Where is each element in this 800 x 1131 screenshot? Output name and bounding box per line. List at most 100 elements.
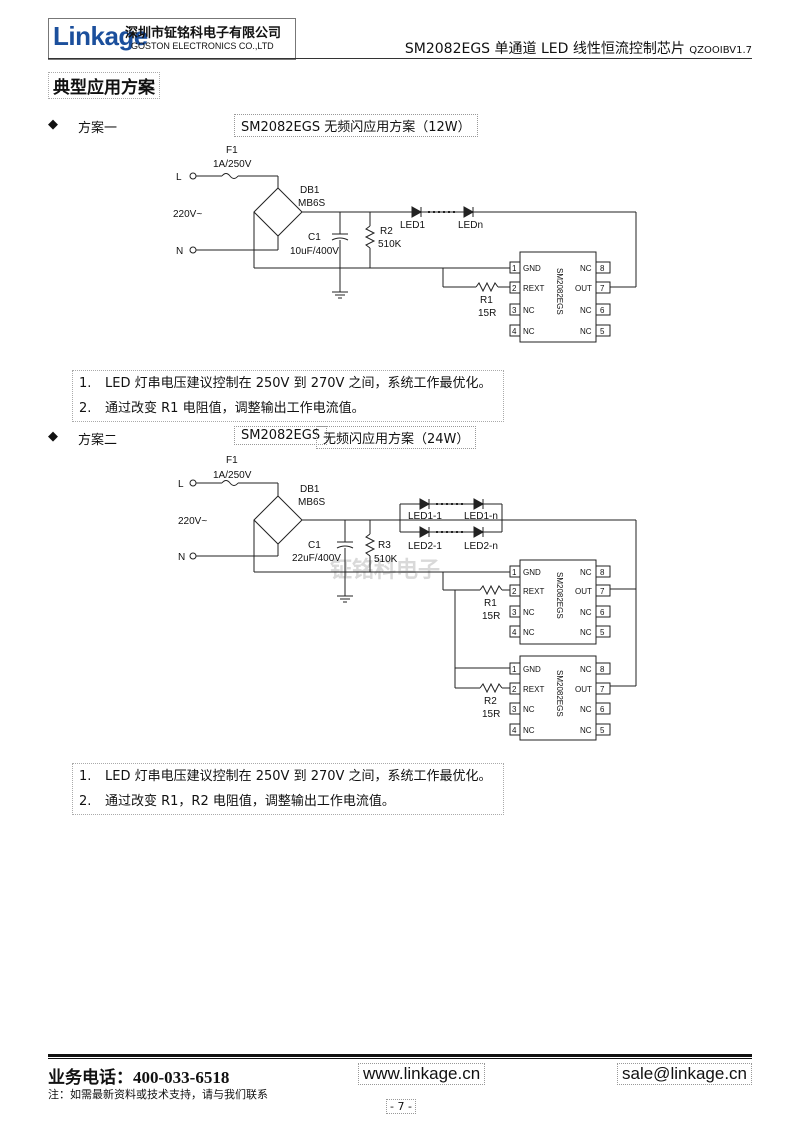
p2b-pin5-label: NC xyxy=(580,726,592,735)
company-logo: Linkage 深圳市钲铭科电子有限公司 GOSTON ELECTRONICS … xyxy=(48,18,296,60)
plan2-notes: 1.LED 灯串电压建议控制在 250V 到 270V 之间，系统工作最优化。 … xyxy=(72,763,504,815)
p2a-pin8-num: 8 xyxy=(600,568,605,577)
p2-label-LED21: LED2-1 xyxy=(408,541,442,552)
p1-pin3-num: 3 xyxy=(512,306,517,315)
p1-label-R1: R1 xyxy=(480,295,493,306)
document-title: SM2082EGS 单通道 LED 线性恒流控制芯片 QZOOIBV1.7 xyxy=(405,38,752,58)
p2a-pin1-num: 1 xyxy=(512,568,517,577)
p1-label-LEDn: LEDn xyxy=(458,220,483,231)
p2a-pin4-num: 4 xyxy=(512,628,517,637)
p2b-pin4-label: NC xyxy=(523,726,535,735)
p1-pin7-num: 7 xyxy=(600,284,605,293)
p2b-pin3-num: 3 xyxy=(512,705,517,714)
header-rule xyxy=(48,58,752,59)
p2a-pin7-label: OUT xyxy=(575,587,592,596)
p1-pin7-label: OUT xyxy=(575,284,592,293)
plan1-note: 1.LED 灯串电压建议控制在 250V 到 270V 之间，系统工作最优化。 xyxy=(79,376,492,391)
p2a-pin6-label: NC xyxy=(580,608,592,617)
p1-pin5-label: NC xyxy=(580,327,592,336)
company-name-cn: 深圳市钲铭科电子有限公司 xyxy=(125,26,282,41)
doc-version: QZOOIBV1.7 xyxy=(689,45,752,56)
logo-wordmark: Linkage xyxy=(53,21,148,51)
plan2-name: 方案二 xyxy=(78,433,118,448)
p2a-pin3-num: 3 xyxy=(512,608,517,617)
p2-label-r3v: 510K xyxy=(374,554,398,565)
p2a-pin6-num: 6 xyxy=(600,608,605,617)
footer-email-link[interactable]: sale@linkage.cn xyxy=(617,1063,752,1085)
p1-pin4-label: NC xyxy=(523,327,535,336)
section-title: 典型应用方案 xyxy=(48,72,160,99)
plan2-note: 1.LED 灯串电压建议控制在 250V 到 270V 之间，系统工作最优化。 xyxy=(79,769,492,784)
p1-label-cap: 10uF/400V xyxy=(290,246,339,257)
p2b-pin2-label: REXT xyxy=(523,685,544,694)
p1-pin8-num: 8 xyxy=(600,264,605,273)
p1-pin4-num: 4 xyxy=(512,327,517,336)
footer-rule-thin xyxy=(48,1058,752,1059)
p2b-pin4-num: 4 xyxy=(512,726,517,735)
p2a-pin8-label: NC xyxy=(580,568,592,577)
p2b-pin5-num: 5 xyxy=(600,726,605,735)
p2-label-LED1n: LED1-n xyxy=(464,511,498,522)
p2a-chip-name: SM2082EGS xyxy=(555,572,564,619)
footer-website-link[interactable]: www.linkage.cn xyxy=(358,1063,486,1085)
p2b-pin8-label: NC xyxy=(580,665,592,674)
p1-label-R2: R2 xyxy=(380,226,393,237)
footer-rule xyxy=(48,1054,752,1057)
p1-pin1-num: 1 xyxy=(512,264,517,273)
p2b-pin6-num: 6 xyxy=(600,705,605,714)
p2-label-R2: R2 xyxy=(484,696,497,707)
doc-title-text: SM2082EGS 单通道 LED 线性恒流控制芯片 xyxy=(404,41,685,57)
watermark: 钲铭科电子 xyxy=(330,558,441,583)
p1-pin6-num: 6 xyxy=(600,306,605,315)
p2a-pin2-num: 2 xyxy=(512,587,517,596)
p2-label-r1v: 15R xyxy=(482,611,500,622)
p2-label-cap: 22uF/400V xyxy=(292,553,341,564)
p1-label-F1: F1 xyxy=(226,145,238,156)
p2-label-LED11: LED1-1 xyxy=(408,511,442,522)
p1-pin1-label: GND xyxy=(523,264,541,273)
p2-label-LED2n: LED2-n xyxy=(464,541,498,552)
p1-label-C1: C1 xyxy=(308,232,321,243)
plan2-title-chip: SM2082EGS xyxy=(234,426,328,445)
p2a-pin7-num: 7 xyxy=(600,587,605,596)
p2a-pin5-label: NC xyxy=(580,628,592,637)
p2b-pin7-num: 7 xyxy=(600,685,605,694)
p2b-pin1-label: GND xyxy=(523,665,541,674)
p1-pin3-label: NC xyxy=(523,306,535,315)
p2-label-vac: 220V~ xyxy=(178,516,207,527)
footer-phone: 业务电话：400-033-6518 xyxy=(48,1068,230,1087)
p1-label-r2v: 510K xyxy=(378,239,402,250)
p2a-pin3-label: NC xyxy=(523,608,535,617)
p2-label-C1: C1 xyxy=(308,540,321,551)
p2b-pin3-label: NC xyxy=(523,705,535,714)
p2b-chip-name: SM2082EGS xyxy=(555,670,564,717)
p1-label-r1v: 15R xyxy=(478,308,496,319)
p1-label-N: N xyxy=(176,246,183,257)
p2-label-N: N xyxy=(178,552,185,563)
p1-label-vac: 220V~ xyxy=(173,209,202,220)
p2-label-F1: F1 xyxy=(226,455,238,466)
plan1-name: 方案一 xyxy=(78,121,118,136)
plan1-notes: 1.LED 灯串电压建议控制在 250V 到 270V 之间，系统工作最优化。 … xyxy=(72,370,504,422)
p2-label-bridge: MB6S xyxy=(298,497,326,508)
p2-label-R1: R1 xyxy=(484,598,497,609)
p1-label-LED1: LED1 xyxy=(400,220,425,231)
footer-note: 注：如需最新资料或技术支持，请与我们联系 xyxy=(48,1088,268,1101)
p1-label-bridge: MB6S xyxy=(298,198,326,209)
p2-label-L: L xyxy=(178,479,184,490)
p1-pin2-num: 2 xyxy=(512,284,517,293)
p2a-pin5-num: 5 xyxy=(600,628,605,637)
p2-label-r2v: 15R xyxy=(482,709,500,720)
p1-label-DB1: DB1 xyxy=(300,185,320,196)
p2a-pin2-label: REXT xyxy=(523,587,544,596)
plan1-note: 2.通过改变 R1 电阻值，调整输出工作电流值。 xyxy=(79,401,365,416)
page-number: - 7 - xyxy=(386,1099,416,1114)
p2b-pin2-num: 2 xyxy=(512,685,517,694)
p1-chip-name: SM2082EGS xyxy=(555,268,564,315)
p2a-pin4-label: NC xyxy=(523,628,535,637)
p1-pin2-label: REXT xyxy=(523,284,544,293)
company-name-en: GOSTON ELECTRONICS CO.,LTD xyxy=(131,41,274,51)
p2a-pin1-label: GND xyxy=(523,568,541,577)
